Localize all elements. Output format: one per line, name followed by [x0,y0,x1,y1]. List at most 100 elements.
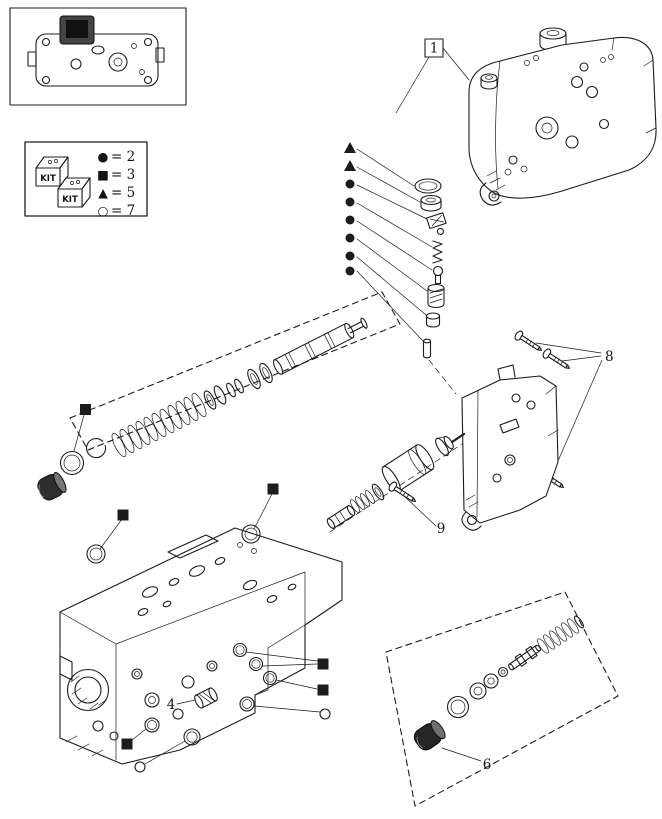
callout-8-label: 8 [605,349,614,365]
legend-value: = 3 [111,167,135,183]
kit5-marker-triangle [344,142,356,153]
leader-line [176,699,196,705]
callout-1[interactable]: 1 [424,38,444,58]
kit7-marker-circle [134,761,146,773]
valve-assembly-figure [468,27,657,206]
callout-4-label: 4 [167,697,176,713]
o-ring [262,670,278,686]
leader-line [144,740,186,765]
legend-value: = 2 [111,149,135,165]
callout-9-label: 9 [437,521,446,537]
leader-line [245,651,318,662]
plug [194,687,218,709]
kit7-marker-circle [319,708,331,720]
kit2-marker-dot [345,179,355,189]
open-circle-symbol: ○ [98,203,109,218]
kit3-marker-square [117,509,129,521]
casting-seal-kit: 4 [86,483,331,773]
spring-seat [573,615,585,629]
front-disc [435,435,454,457]
solenoid-body [381,444,435,492]
leader-line [131,728,147,741]
leader-line [99,518,123,550]
kit3-marker-square [121,738,133,750]
kit2-marker-dot [345,233,355,243]
spring [537,618,579,654]
kit-legend-box: KIT KIT ● = 2 ■ = 3 ▲ = 5 ○ = 7 [24,141,148,219]
spool-end [326,505,356,529]
kit2-marker-dot [345,251,355,261]
snap-ring [86,438,107,459]
leader-line [253,493,273,530]
callout-1-label[interactable]: 1 [430,41,439,57]
filled-triangle-symbol: ▲ [98,185,108,200]
kit3-marker-square [267,483,279,495]
thumbnail-figure [9,7,187,106]
callout-1-leaders [395,47,470,114]
check-valve-parts: 6 [413,615,585,773]
pin [422,338,432,359]
kit3-marker-square [317,658,329,670]
legend-row: ▲ = 5 [98,185,135,201]
callout-8: 8 [535,342,614,478]
kit-icon-label: KIT [62,195,78,205]
sleeve [427,283,445,309]
axis-line [428,359,457,395]
kit-icon: KIT [57,177,91,208]
o-ring [183,728,201,746]
leader-line [441,747,482,762]
o-ring [144,717,160,733]
o-ring [239,696,255,712]
washer [371,483,385,501]
legend-row: ■ = 3 [97,167,135,183]
check-valve-kit-box [385,591,619,807]
cap [420,194,442,212]
leader-lines [356,148,433,342]
kit2-marker-dot [345,266,355,276]
o-ring [86,544,106,564]
check-spool [508,644,541,671]
kit2-marker-dot [345,215,355,225]
o-ring [446,695,470,719]
control-spool [272,317,368,375]
kit2-marker-dot [345,197,355,207]
valve-section-figure [461,364,559,531]
filled-circle-symbol: ● [98,149,109,164]
washer [203,385,227,410]
screw [512,329,545,356]
legend-row: ○ = 7 [98,203,136,219]
kit5-marker-triangle [344,160,356,171]
kit-icon: KIT [35,156,69,187]
spring [432,240,443,264]
poppet [432,265,444,285]
washer [469,673,499,700]
main-spool-parts [37,317,368,501]
callout-9: 9 [386,480,446,537]
screw [386,480,419,507]
kit3-marker-square [80,404,91,415]
spool-kit-box [69,291,401,451]
leader-line [73,414,85,452]
spring [350,490,375,513]
legend-value: = 5 [111,185,135,201]
o-ring [414,178,442,194]
legend-value: = 7 [111,203,135,219]
o-ring [247,362,273,390]
o-ring [248,656,264,672]
retainer [426,212,447,236]
push-rod [450,432,466,444]
leader-line [275,679,318,690]
spring [111,392,207,458]
cartridge-kit-stack [344,142,457,395]
o-ring [241,524,261,544]
valve-body-casting [59,527,343,765]
end-plug [37,471,67,501]
leader-line [253,705,321,713]
o-ring [232,642,248,658]
o-ring [59,450,85,476]
leader-line [261,663,318,667]
legend-row: ● = 2 [98,149,136,165]
end-plug [413,720,446,751]
poppet-disc [497,666,509,678]
